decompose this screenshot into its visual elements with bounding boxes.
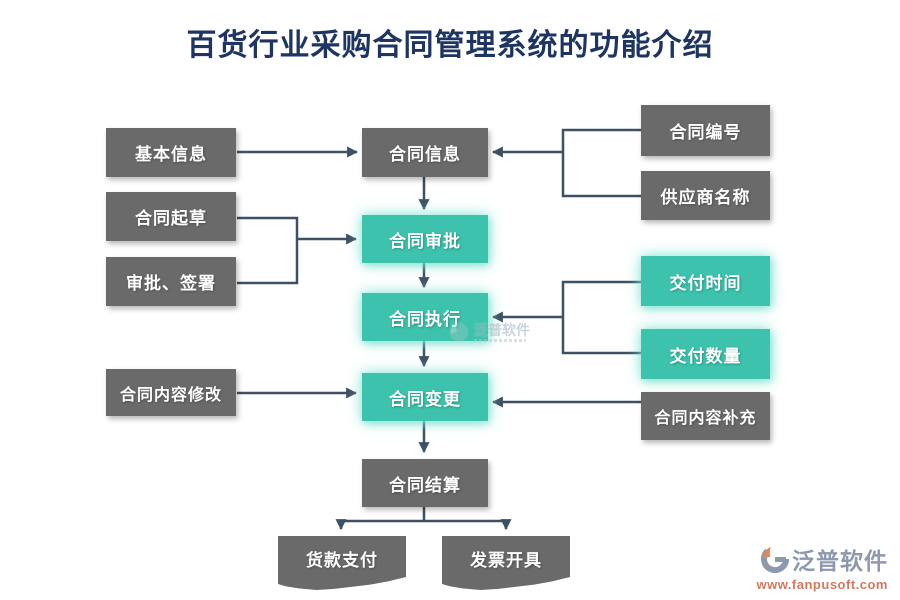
node-supplier-name: 供应商名称 (641, 171, 770, 220)
bracket-time-qty (561, 280, 641, 355)
node-contract-no: 合同编号 (641, 105, 770, 156)
node-basic-info: 基本信息 (106, 128, 236, 177)
node-payment: 货款支付 (278, 536, 406, 590)
brand-name: 泛普软件 (792, 548, 888, 574)
node-contract-execution: 合同执行 (362, 293, 488, 341)
split-settlement (341, 507, 506, 523)
node-contract-draft: 合同起草 (106, 192, 236, 241)
node-contract-settlement: 合同结算 (362, 459, 488, 507)
footer-logo: 泛普软件 www.fanpusoft.com (756, 542, 888, 592)
node-contract-change: 合同变更 (362, 373, 488, 421)
node-content-supplement: 合同内容补充 (641, 392, 770, 440)
node-delivery-time: 交付时间 (641, 256, 770, 306)
brand-site-url: www.fanpusoft.com (756, 577, 888, 592)
page-title: 百货行业采购合同管理系统的功能介绍 (186, 29, 714, 62)
node-approve-sign: 审批、签署 (106, 257, 236, 306)
node-invoice: 发票开具 (442, 536, 570, 590)
bracket-no-supplier (561, 128, 641, 198)
node-contract-info: 合同信息 (362, 128, 488, 177)
node-content-modify: 合同内容修改 (106, 369, 236, 416)
bracket-draft-sign (237, 216, 299, 285)
fanpu-logo-icon (761, 547, 789, 573)
node-contract-approval: 合同审批 (362, 215, 488, 263)
node-delivery-qty: 交付数量 (641, 329, 770, 379)
